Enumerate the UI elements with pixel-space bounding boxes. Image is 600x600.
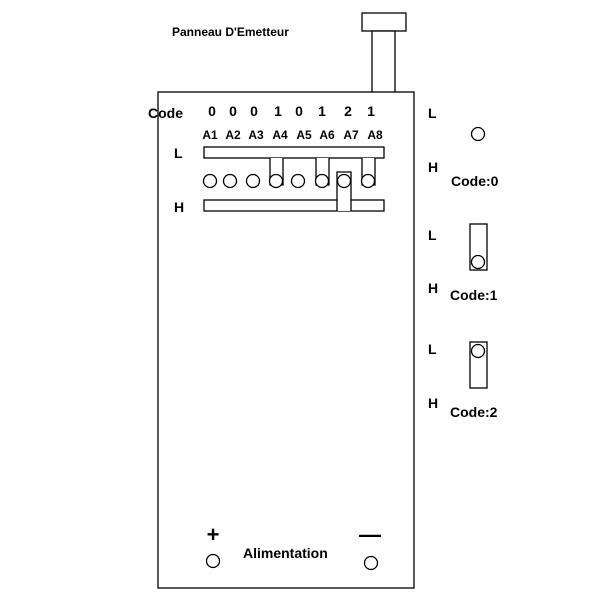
pin-a5 <box>290 173 306 189</box>
code-digit-a6: 1 <box>318 103 326 119</box>
legend-code-0: L H Code:0 <box>428 105 499 189</box>
pin-label-a6: A6 <box>319 128 335 142</box>
pin-label-a8: A8 <box>367 128 383 142</box>
antenna-stem <box>371 30 396 94</box>
pin-a2 <box>222 173 238 189</box>
pin-label-a4: A4 <box>272 128 288 142</box>
panel-title: Panneau D'Emetteur <box>172 25 289 39</box>
power-plus-symbol: + <box>207 522 220 547</box>
pin-a4 <box>268 173 284 189</box>
power-minus-terminal <box>363 555 379 571</box>
legend-2-pin <box>470 343 486 359</box>
code-digit-a7: 2 <box>344 103 352 119</box>
legend-2-code: Code:2 <box>450 404 498 420</box>
legend-code-1: L H Code:1 <box>428 223 498 303</box>
pin-a1 <box>202 173 218 189</box>
code-digit-a3: 0 <box>250 103 258 119</box>
pin-a8 <box>360 173 376 189</box>
rail-l-label: L <box>174 145 183 161</box>
code-digits: 0 0 0 1 0 1 2 1 <box>208 103 375 119</box>
pin-labels: A1 A2 A3 A4 A5 A6 A7 A8 <box>202 128 383 142</box>
pin-label-a5: A5 <box>296 128 312 142</box>
power-label: Alimentation <box>243 545 328 561</box>
legend-1-h: H <box>428 280 438 296</box>
legend-0-code: Code:0 <box>451 173 499 189</box>
legend-code-2: L H Code:2 <box>428 341 498 420</box>
legend-1-l: L <box>428 227 437 243</box>
jumper-a7-high <box>336 171 352 211</box>
legend-0-h: H <box>428 159 438 175</box>
antenna-cap <box>361 12 407 32</box>
pin-circles <box>202 173 376 189</box>
code-digit-a5: 0 <box>295 103 303 119</box>
code-digit-a4: 1 <box>274 103 282 119</box>
pin-a6 <box>314 173 330 189</box>
legend-0-pin <box>470 126 486 142</box>
pin-label-a1: A1 <box>202 128 218 142</box>
power-section: + — Alimentation <box>205 522 381 571</box>
pin-label-a3: A3 <box>248 128 264 142</box>
rail-h-label: H <box>174 199 184 215</box>
code-digit-a8: 1 <box>367 103 375 119</box>
rail-h <box>203 199 385 212</box>
code-label: Code <box>148 105 183 121</box>
legend-1-code: Code:1 <box>450 287 498 303</box>
legend-0-l: L <box>428 105 437 121</box>
pin-a3 <box>245 173 261 189</box>
pin-label-a2: A2 <box>225 128 241 142</box>
rail-l <box>203 146 385 159</box>
power-minus-symbol: — <box>359 522 381 547</box>
pin-label-a7: A7 <box>343 128 359 142</box>
legend-2-l: L <box>428 341 437 357</box>
pin-a7 <box>336 173 352 189</box>
code-digit-a1: 0 <box>208 103 216 119</box>
power-plus-terminal <box>205 553 221 569</box>
legend-2-h: H <box>428 395 438 411</box>
code-digit-a2: 0 <box>229 103 237 119</box>
legend-1-pin <box>470 254 486 270</box>
